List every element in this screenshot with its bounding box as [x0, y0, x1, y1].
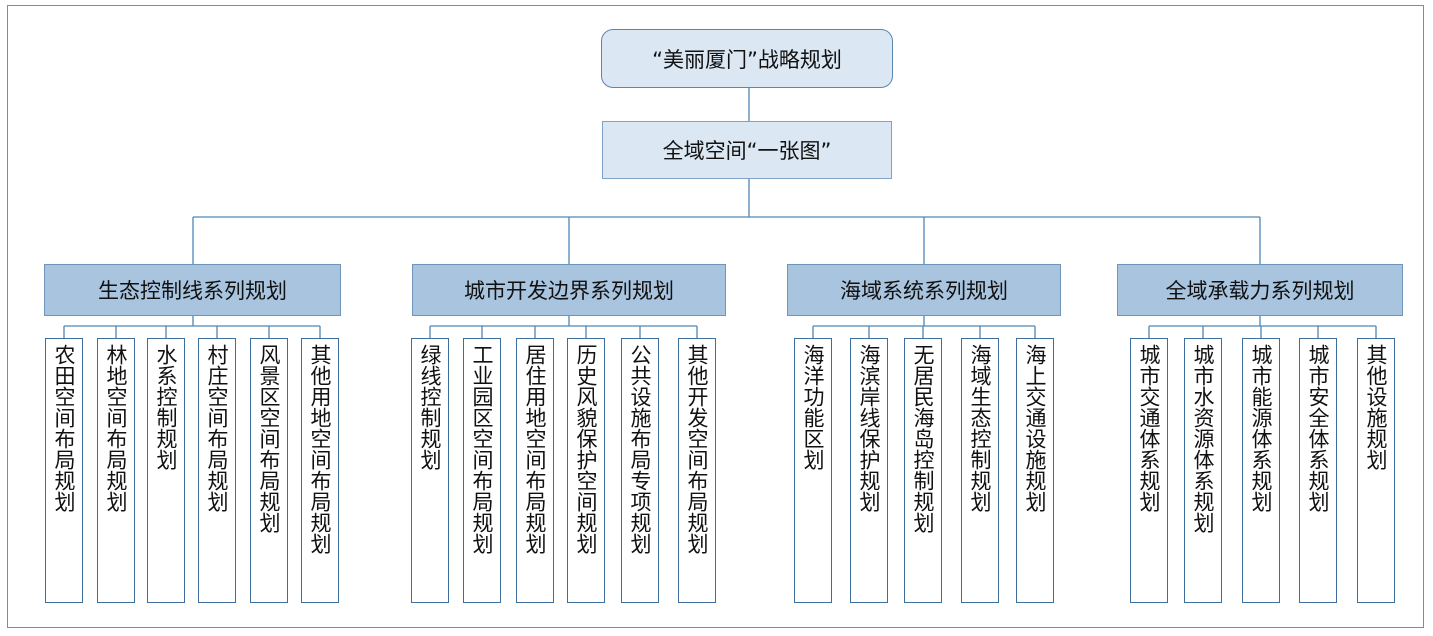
- leaf-label: 其他开发空间布局规划: [685, 344, 710, 554]
- leaf-label: 城市能源体系规划: [1249, 344, 1274, 512]
- leaf-label: 城市水资源体系规划: [1191, 344, 1216, 533]
- leaf-node: 农田空间布局规划: [45, 338, 83, 603]
- leaf-label: 工业园区空间布局规划: [470, 344, 495, 554]
- leaf-label: 海域生态控制规划: [968, 344, 993, 512]
- leaf-label: 城市安全体系规划: [1306, 344, 1331, 512]
- leaf-node: 海域生态控制规划: [961, 338, 999, 603]
- leaf-node: 海洋功能区划: [794, 338, 832, 603]
- leaf-label: 无居民海岛控制规划: [911, 344, 936, 533]
- leaf-label: 林地空间布局规划: [104, 344, 129, 512]
- leaf-node: 风景区空间布局规划: [250, 338, 288, 603]
- leaf-node: 海上交通设施规划: [1016, 338, 1054, 603]
- leaf-label: 绿线控制规划: [418, 344, 443, 470]
- leaf-node: 其他用地空间布局规划: [301, 338, 339, 603]
- leaf-node: 无居民海岛控制规划: [904, 338, 942, 603]
- leaf-label: 历史风貌保护空间规划: [574, 344, 599, 554]
- leaf-label: 海洋功能区划: [801, 344, 826, 470]
- second-label: 全域空间“一张图”: [662, 139, 832, 163]
- leaf-node: 绿线控制规划: [411, 338, 449, 603]
- category-label: 生态控制线系列规划: [98, 279, 287, 303]
- leaf-node: 城市能源体系规划: [1242, 338, 1280, 603]
- leaf-label: 农田空间布局规划: [52, 344, 77, 512]
- leaf-label: 居住用地空间布局规划: [523, 344, 548, 554]
- leaf-node: 林地空间布局规划: [97, 338, 135, 603]
- leaf-label: 城市交通体系规划: [1137, 344, 1162, 512]
- leaf-node: 公共设施布局专项规划: [621, 338, 659, 603]
- leaf-label: 海上交通设施规划: [1023, 344, 1048, 512]
- category-label: 海域系统系列规划: [840, 279, 1008, 303]
- leaf-node: 工业园区空间布局规划: [463, 338, 501, 603]
- category-label: 全域承载力系列规划: [1165, 279, 1355, 303]
- leaf-node: 其他设施规划: [1357, 338, 1395, 603]
- leaf-node: 城市安全体系规划: [1299, 338, 1337, 603]
- leaf-node: 居住用地空间布局规划: [516, 338, 554, 603]
- leaf-node: 水系控制规划: [147, 338, 185, 603]
- leaf-label: 村庄空间布局规划: [205, 344, 230, 512]
- leaf-label: 公共设施布局专项规划: [628, 344, 653, 554]
- category-node: 海域系统系列规划: [787, 264, 1061, 316]
- leaf-label: 风景区空间布局规划: [257, 344, 282, 533]
- root-node: “美丽厦门”战略规划: [601, 29, 893, 88]
- leaf-node: 城市水资源体系规划: [1184, 338, 1222, 603]
- leaf-node: 海滨岸线保护规划: [850, 338, 888, 603]
- leaf-node: 历史风貌保护空间规划: [567, 338, 605, 603]
- leaf-node: 村庄空间布局规划: [198, 338, 236, 603]
- category-label: 城市开发边界系列规划: [464, 279, 674, 303]
- second-level-node: 全域空间“一张图”: [602, 121, 892, 179]
- leaf-label: 水系控制规划: [154, 344, 179, 470]
- leaf-label: 其他设施规划: [1364, 344, 1389, 470]
- leaf-label: 海滨岸线保护规划: [857, 344, 882, 512]
- category-node: 生态控制线系列规划: [44, 264, 341, 316]
- leaf-label: 其他用地空间布局规划: [308, 344, 333, 554]
- category-node: 城市开发边界系列规划: [412, 264, 726, 316]
- leaf-node: 其他开发空间布局规划: [678, 338, 716, 603]
- category-node: 全域承载力系列规划: [1117, 264, 1403, 316]
- leaf-node: 城市交通体系规划: [1130, 338, 1168, 603]
- root-label: “美丽厦门”战略规划: [652, 47, 842, 72]
